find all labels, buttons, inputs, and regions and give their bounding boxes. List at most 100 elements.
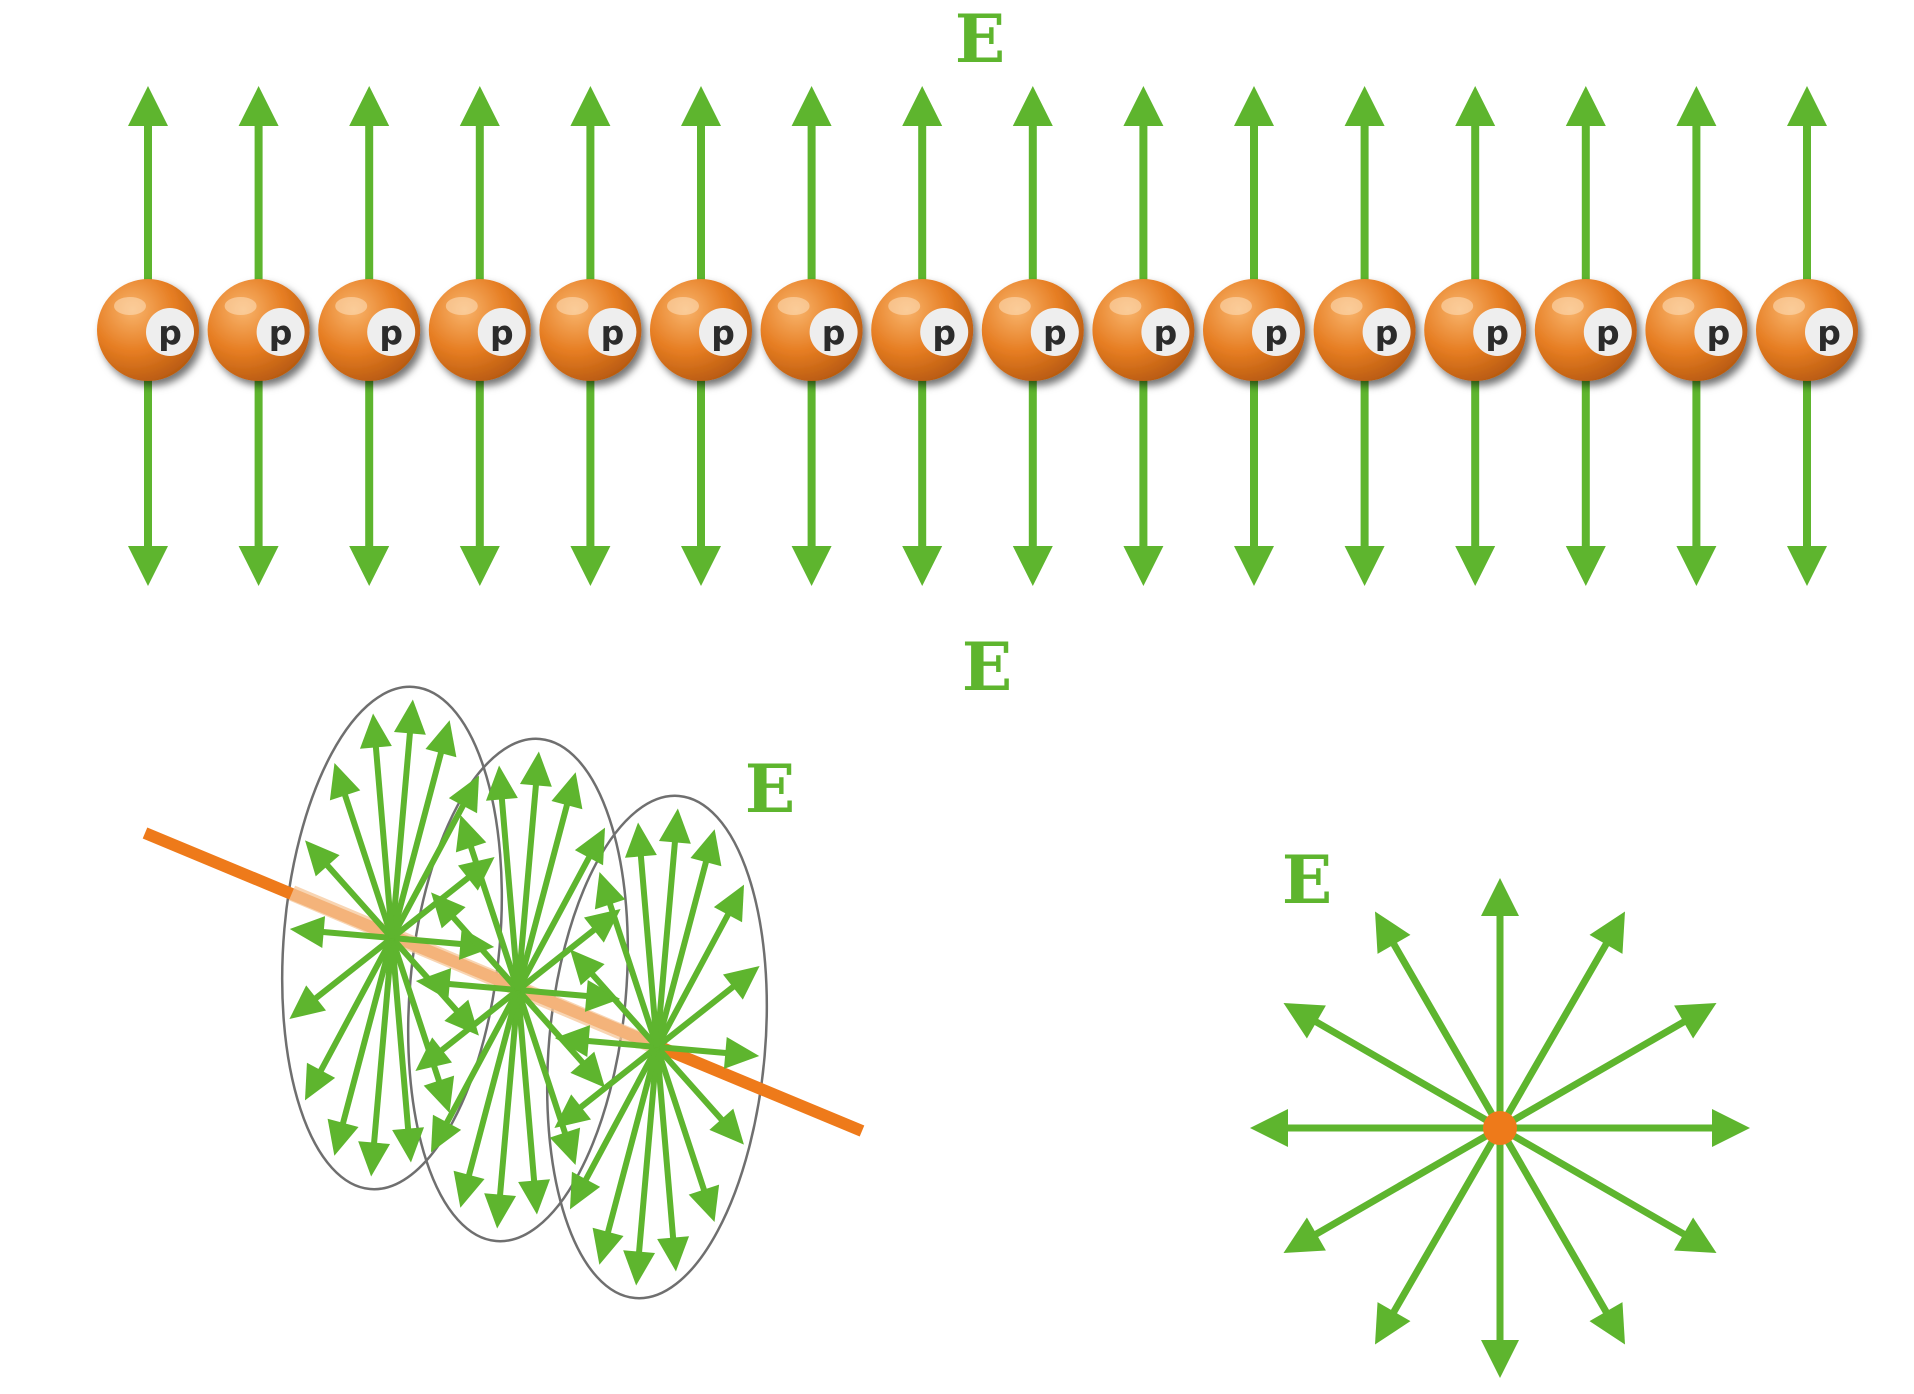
radial-field-arrow xyxy=(1481,1128,1519,1378)
field-label-top: E xyxy=(955,0,1005,78)
disk-field-arrow xyxy=(304,936,395,1101)
disk-field-arrow xyxy=(329,763,395,939)
disk-field-arrow xyxy=(358,937,395,1177)
disk-field-arrow xyxy=(623,1046,660,1286)
field-arrow-up xyxy=(1565,86,1606,300)
disk-field-arrow xyxy=(654,884,745,1049)
disk-field-arrow xyxy=(654,1046,720,1222)
disk-field-arrow xyxy=(484,989,521,1229)
disk-ellipses xyxy=(280,685,769,1300)
disk-field-arrow xyxy=(654,808,691,1048)
disk-field-arrows xyxy=(289,699,760,1286)
proton-label: p xyxy=(1596,313,1620,352)
disk-field-arrow xyxy=(570,949,660,1049)
disk-field-arrow xyxy=(515,989,581,1165)
proton: p xyxy=(1092,279,1195,381)
field-arrow-down xyxy=(459,360,500,586)
field-arrow-up xyxy=(1455,86,1496,300)
proton: p xyxy=(97,279,199,381)
disk-field-arrow xyxy=(554,1044,659,1129)
radial-field-arrow xyxy=(1498,1003,1717,1132)
field-arrow-down xyxy=(238,360,279,586)
disk-ellipse xyxy=(406,737,630,1243)
disk-field-arrow xyxy=(515,772,583,991)
proton-label: p xyxy=(1485,313,1509,352)
radial-field-arrow xyxy=(1496,1126,1625,1345)
proton: p xyxy=(1645,279,1748,381)
proton: p xyxy=(1203,279,1305,381)
radial-field-arrow xyxy=(1283,1124,1502,1253)
field-arrow-up xyxy=(1676,86,1717,300)
field-arrow-down xyxy=(902,360,943,586)
proton: p xyxy=(539,279,642,381)
field-arrow-down xyxy=(1676,360,1717,586)
proton-label: p xyxy=(379,313,403,352)
disk-field-arrow xyxy=(517,980,621,1012)
disk-field-arrow xyxy=(515,989,551,1215)
field-label-sheet: E xyxy=(745,750,795,828)
proton-label: p xyxy=(1817,313,1841,352)
disk-field-arrow xyxy=(485,765,521,991)
disk-field-arrow xyxy=(515,988,605,1088)
radial-field-arrow xyxy=(1481,878,1519,1128)
disk-field-arrow xyxy=(327,937,395,1156)
field-arrow-down xyxy=(681,360,721,586)
proton-label: p xyxy=(1707,313,1731,352)
disk-field-arrow xyxy=(431,892,521,992)
radial-field-arrows xyxy=(1250,878,1750,1378)
field-arrow-up xyxy=(128,86,168,300)
field-label-point: E xyxy=(1282,841,1332,919)
charged-line xyxy=(142,827,865,1137)
proton-label: p xyxy=(1154,313,1178,352)
field-arrow-down xyxy=(1012,360,1053,586)
field-arrow-down xyxy=(1123,360,1164,586)
proton: p xyxy=(1534,279,1637,381)
disk-field-arrow xyxy=(655,965,760,1050)
proton: p xyxy=(318,279,421,381)
radial-field-arrow xyxy=(1283,1003,1502,1132)
disk-field-arrow xyxy=(656,1037,760,1069)
field-arrow-up xyxy=(570,86,611,300)
radial-field-arrow xyxy=(1375,911,1504,1130)
disk-field-arrow xyxy=(624,822,660,1048)
field-arrow-up xyxy=(1787,86,1827,300)
disk-field-arrow xyxy=(390,856,495,941)
disk-field-arrow xyxy=(594,872,660,1048)
radial-field-arrow xyxy=(1496,911,1625,1130)
field-arrow-up xyxy=(681,86,721,300)
proton-label: p xyxy=(601,313,625,352)
disk-field-arrow xyxy=(554,1025,658,1057)
field-arrow-down xyxy=(570,360,611,586)
disk-field-arrow xyxy=(289,935,394,1020)
field-arrow-up xyxy=(791,86,832,300)
proton: p xyxy=(428,279,531,381)
proton-label: p xyxy=(1264,313,1288,352)
field-arrow-down xyxy=(1234,360,1274,586)
field-arrow-up xyxy=(349,86,390,300)
proton-label: p xyxy=(932,313,956,352)
disk-field-arrow xyxy=(415,968,519,1000)
disk-field-arrow xyxy=(415,987,520,1072)
field-arrow-down xyxy=(1344,360,1385,586)
proton-label: p xyxy=(490,313,514,352)
field-arrow-down xyxy=(1787,360,1827,586)
field-arrow-down xyxy=(1455,360,1496,586)
radial-field-arrow xyxy=(1500,1109,1750,1147)
proton-label: p xyxy=(1043,313,1067,352)
field-arrow-up xyxy=(902,86,943,300)
proton-label: p xyxy=(269,313,293,352)
field-arrow-down xyxy=(1565,360,1606,586)
field-label-middle: E xyxy=(962,628,1012,706)
disk-field-arrow xyxy=(455,815,521,991)
disk-field-arrow xyxy=(515,751,552,991)
radial-field-arrow xyxy=(1498,1124,1717,1253)
field-arrow-down xyxy=(128,360,168,586)
charged-line-highlight xyxy=(288,885,661,1055)
proton-label: p xyxy=(711,313,735,352)
proton: p xyxy=(1313,279,1416,381)
point-charge xyxy=(1483,1111,1517,1145)
disk-field-arrow xyxy=(654,829,722,1048)
disk-field-arrow xyxy=(654,1046,690,1272)
point-charge-panel: E xyxy=(1250,841,1750,1378)
